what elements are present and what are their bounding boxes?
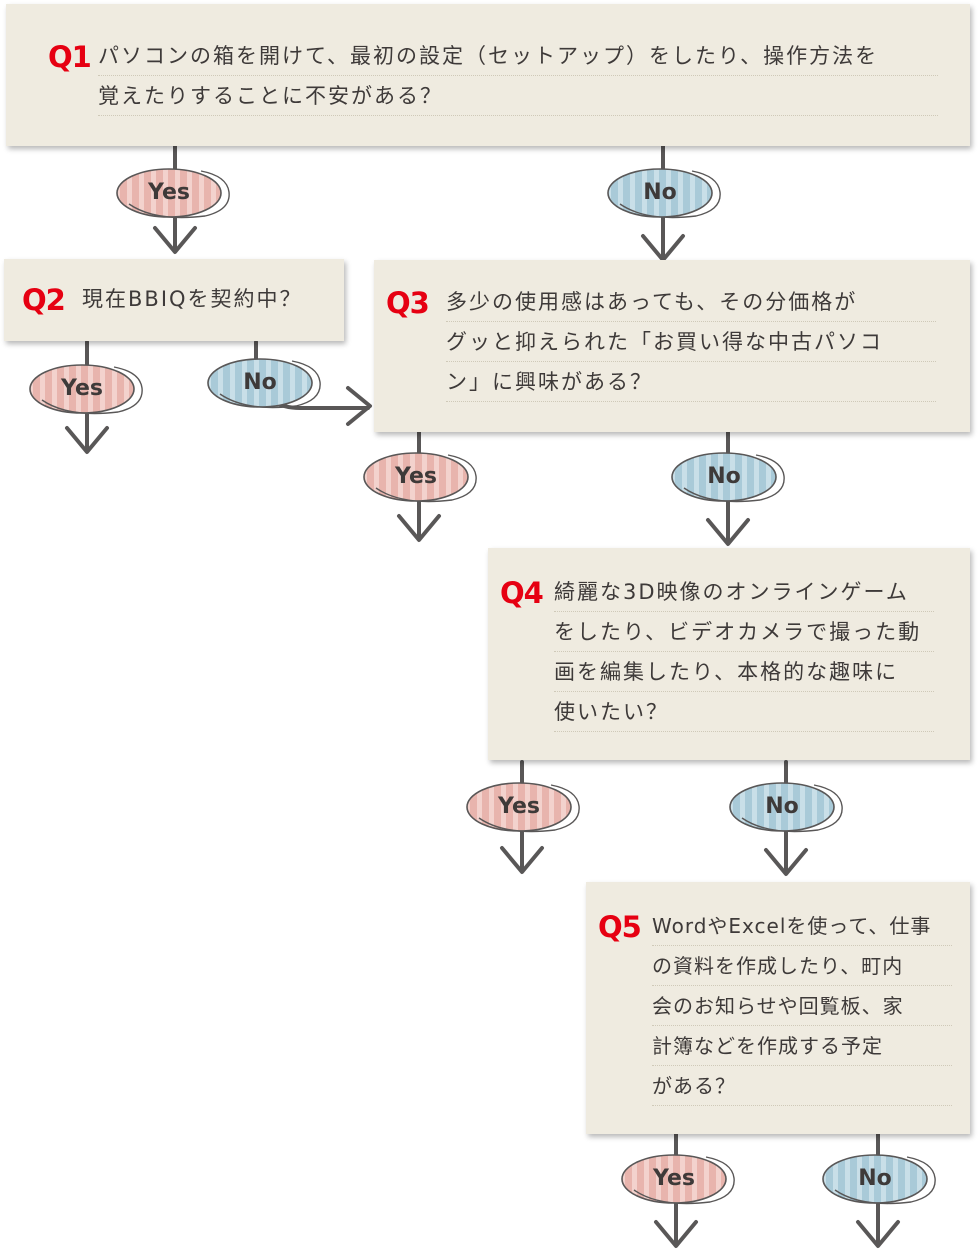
question-label-q5: Q5: [598, 910, 642, 944]
question-card-q3: Q3 多少の使用感はあっても、その分価格が グッと抑えられた「お買い得な中古パソ…: [374, 260, 970, 432]
question-text-line: がある？: [652, 1066, 952, 1106]
question-text-line: の資料を作成したり、町内: [652, 946, 952, 986]
question-text-q2: 現在BBIQを契約中？: [82, 279, 332, 319]
answer-label-no: No: [243, 369, 277, 395]
answer-badge-q2-yes: Yes: [28, 362, 148, 420]
question-text-line: 現在BBIQを契約中？: [82, 287, 303, 311]
question-text-q1: パソコンの箱を開けて、最初の設定（セットアップ）をしたり、操作方法を 覚えたりす…: [98, 36, 938, 116]
question-text-line: 計簿などを作成する予定: [652, 1026, 952, 1066]
badge-oval-shape: [466, 782, 580, 833]
question-text-line: WordやExcelを使って、仕事: [652, 906, 952, 946]
answer-label-yes: Yes: [148, 179, 190, 205]
answer-label-yes: Yes: [653, 1165, 695, 1191]
badge-oval-shape: [822, 1154, 936, 1205]
question-text-q3: 多少の使用感はあっても、その分価格が グッと抑えられた「お買い得な中古パソコ ン…: [446, 282, 936, 402]
answer-label-no: No: [643, 179, 677, 205]
badge-oval-shape: [116, 168, 230, 219]
badge-oval-shape: [671, 452, 785, 503]
question-card-q4: Q4 綺麗な3D映像のオンラインゲーム をしたり、ビデオカメラで撮った動 画を編…: [488, 548, 970, 760]
question-label-q1: Q1: [48, 40, 92, 74]
answer-label-yes: Yes: [395, 463, 437, 489]
answer-badge-q5-no: No: [821, 1152, 941, 1210]
arrowhead-q3-no: [706, 518, 750, 546]
arrowhead-q5-yes: [654, 1220, 698, 1248]
arrowhead-q3-yes: [397, 514, 441, 542]
answer-badge-q3-no: No: [670, 450, 790, 508]
answer-label-yes: Yes: [61, 375, 103, 401]
question-card-q5: Q5 WordやExcelを使って、仕事 の資料を作成したり、町内 会のお知らせ…: [586, 882, 970, 1134]
answer-label-no: No: [858, 1165, 892, 1191]
answer-label-no: No: [765, 793, 799, 819]
arrowhead-q4-no: [764, 848, 808, 876]
arrowhead-q2-no: [346, 386, 372, 426]
answer-badge-q4-no: No: [728, 780, 848, 838]
question-text-line: 多少の使用感はあっても、その分価格が: [446, 282, 936, 322]
badge-oval-shape: [621, 1154, 735, 1205]
answer-badge-q5-yes: Yes: [620, 1152, 740, 1210]
arrowhead-q4-yes: [500, 846, 544, 874]
question-text-line: 会のお知らせや回覧板、家: [652, 986, 952, 1026]
arrowhead-q1-yes: [153, 226, 197, 254]
question-text-line: 画を編集したり、本格的な趣味に: [554, 652, 934, 692]
answer-badge-q4-yes: Yes: [465, 780, 585, 838]
answer-badge-q1-yes: Yes: [115, 166, 235, 224]
question-text-line: 覚えたりすることに不安がある？: [98, 76, 938, 116]
question-text-line: パソコンの箱を開けて、最初の設定（セットアップ）をしたり、操作方法を: [98, 36, 938, 76]
question-text-line: グッと抑えられた「お買い得な中古パソコ: [446, 322, 936, 362]
badge-oval-shape: [363, 452, 477, 503]
arrowhead-q2-yes: [65, 426, 109, 454]
question-text-q4: 綺麗な3D映像のオンラインゲーム をしたり、ビデオカメラで撮った動 画を編集した…: [554, 572, 934, 732]
answer-badge-q2-no: No: [206, 356, 326, 414]
question-text-line: をしたり、ビデオカメラで撮った動: [554, 612, 934, 652]
question-text-line: 綺麗な3D映像のオンラインゲーム: [554, 572, 934, 612]
answer-badge-q1-no: No: [606, 166, 726, 224]
question-text-q5: WordやExcelを使って、仕事 の資料を作成したり、町内 会のお知らせや回覧…: [652, 906, 952, 1106]
question-label-q4: Q4: [500, 576, 544, 610]
badge-oval-shape: [729, 782, 843, 833]
badge-oval-shape: [207, 358, 321, 409]
answer-label-no: No: [707, 463, 741, 489]
question-text-line: 使いたい？: [554, 692, 934, 732]
badge-oval-shape: [607, 168, 721, 219]
arrowhead-q5-no: [856, 1220, 900, 1248]
answer-badge-q3-yes: Yes: [362, 450, 482, 508]
question-card-q1: Q1 パソコンの箱を開けて、最初の設定（セットアップ）をしたり、操作方法を 覚え…: [6, 4, 970, 146]
badge-oval-shape: [29, 364, 143, 415]
question-text-line: ン」に興味がある？: [446, 362, 936, 402]
answer-label-yes: Yes: [498, 793, 540, 819]
question-card-q2: Q2 現在BBIQを契約中？: [4, 259, 344, 341]
question-label-q2: Q2: [22, 283, 66, 317]
question-label-q3: Q3: [386, 286, 430, 320]
